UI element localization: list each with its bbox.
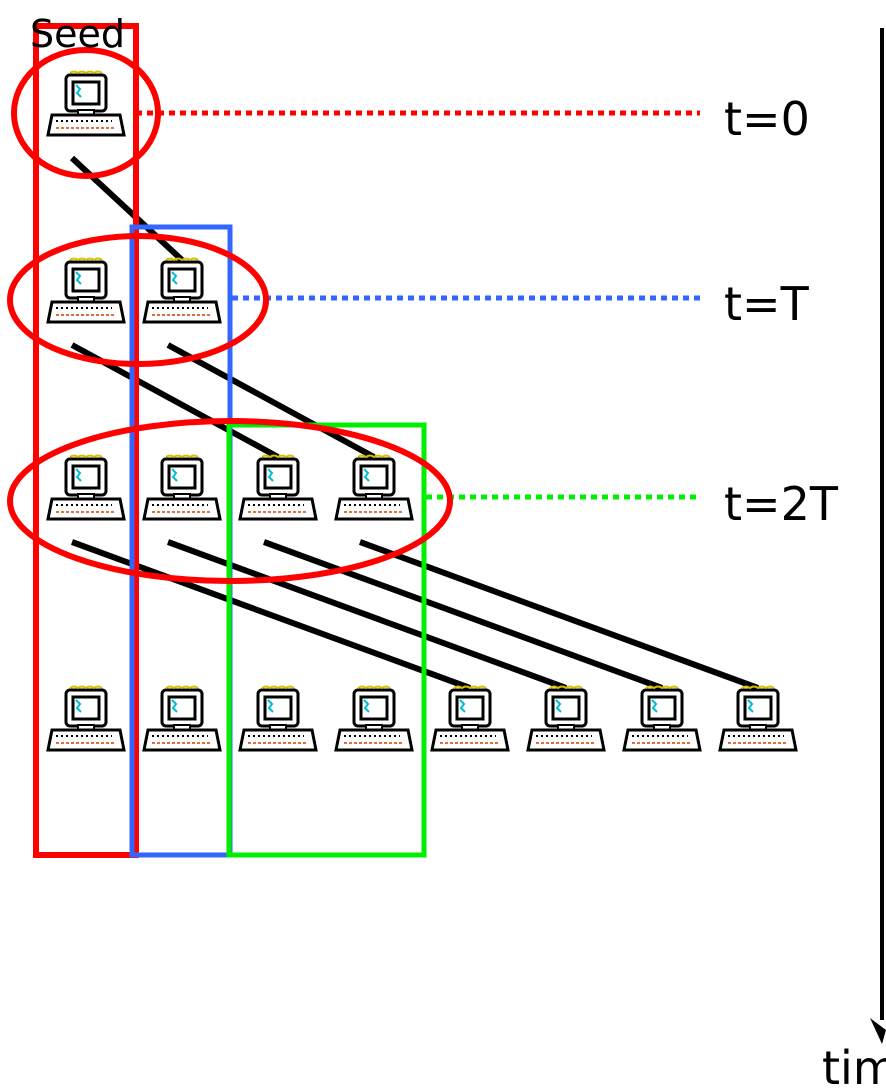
connection-line xyxy=(262,539,664,691)
seed-column-box xyxy=(33,23,139,858)
computer-icon xyxy=(46,454,126,521)
time-axis-label: tim xyxy=(822,1041,886,1092)
level-label-t2T: t=2T xyxy=(724,477,839,531)
computer-icon xyxy=(46,257,126,324)
computer-icon xyxy=(142,257,222,324)
connection-line xyxy=(166,539,568,691)
computer-icon xyxy=(430,685,510,752)
computer-icon xyxy=(622,685,702,752)
computer-icon xyxy=(334,454,414,521)
t-2T-cohort-box xyxy=(226,422,427,858)
computer-icon xyxy=(142,685,222,752)
level-label-tT: t=T xyxy=(724,277,810,331)
computer-icon xyxy=(142,454,222,521)
level-ellipse-t0 xyxy=(11,47,161,179)
time-axis-arrowhead xyxy=(870,1018,886,1044)
connection-line xyxy=(166,342,376,460)
seed-label: Seed xyxy=(30,12,125,56)
level-label-t0: t=0 xyxy=(724,92,810,146)
level-ellipse-t2T xyxy=(7,418,453,584)
computer-icon xyxy=(46,685,126,752)
computer-icon xyxy=(718,685,798,752)
level-ellipse-tT xyxy=(7,233,269,367)
computer-icon xyxy=(526,685,606,752)
computer-icon xyxy=(46,70,126,137)
computer-icon xyxy=(238,454,318,521)
computer-icon xyxy=(238,685,318,752)
computer-icon xyxy=(334,685,414,752)
connection-line xyxy=(358,539,760,691)
